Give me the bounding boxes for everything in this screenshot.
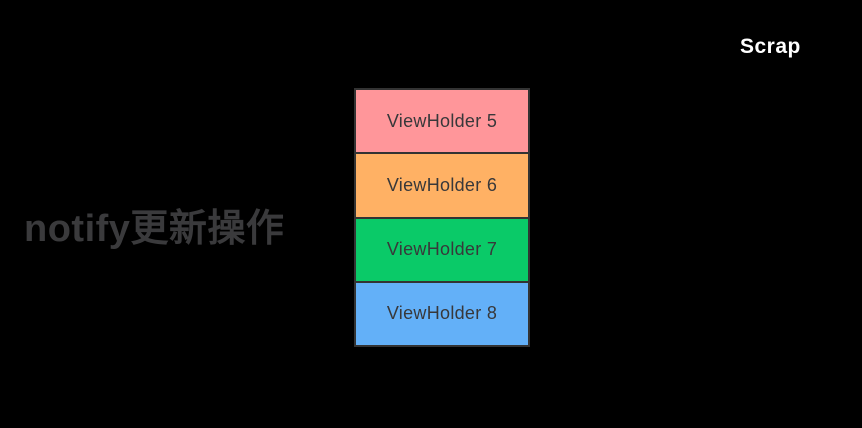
viewholder-box-6-label: ViewHolder 6: [386, 174, 498, 195]
viewholder-box-5-label: ViewHolder 5: [386, 110, 498, 131]
viewholder-box-7: ViewHolder 7: [356, 216, 528, 281]
viewholder-box-5: ViewHolder 5: [356, 90, 528, 153]
scrap-label: Scrap: [740, 35, 801, 58]
viewholder-box-6: ViewHolder 6: [356, 152, 528, 217]
viewholder-box-7-label: ViewHolder 7: [386, 239, 498, 260]
viewholder-box-8-label: ViewHolder 8: [386, 303, 498, 324]
notify-update-label: notify更新操作: [24, 208, 285, 250]
viewholder-stack: ViewHolder 5 ViewHolder 6 ViewHolder 7 V…: [354, 88, 530, 347]
viewholder-box-8: ViewHolder 8: [356, 280, 528, 345]
